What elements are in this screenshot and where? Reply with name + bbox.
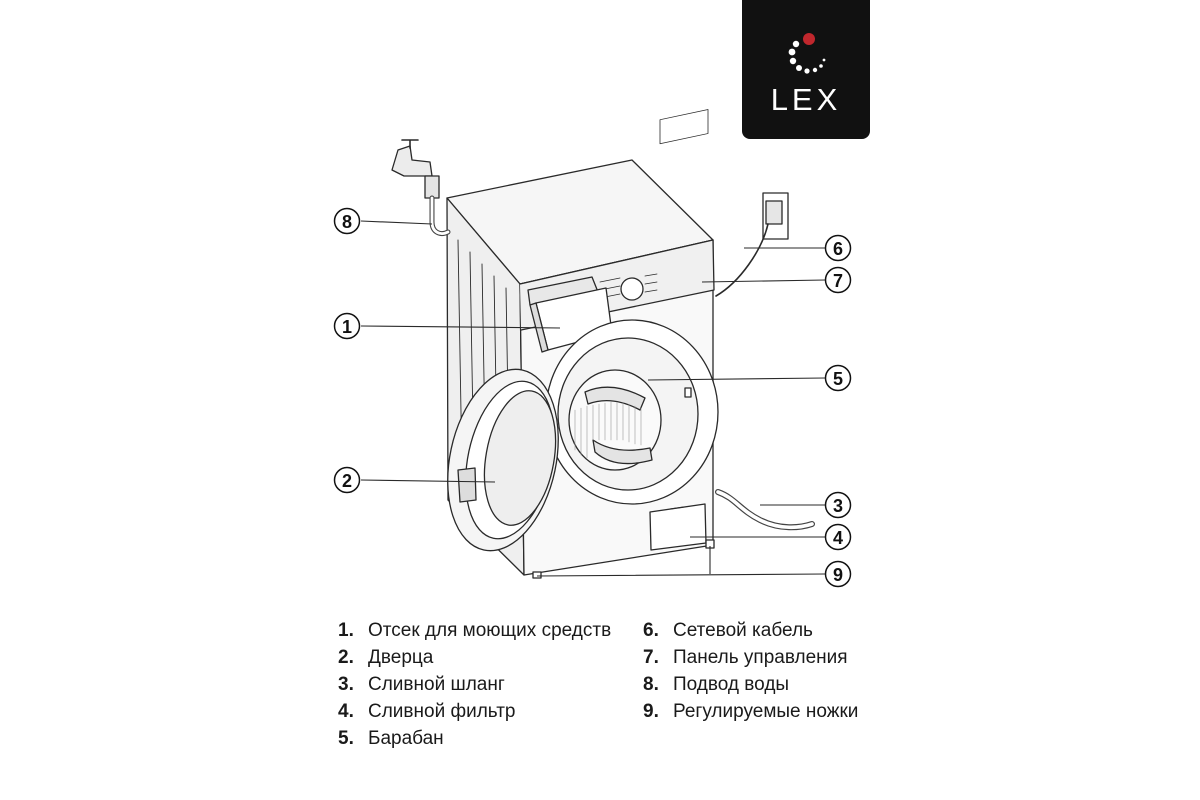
legend-label: Дверца	[368, 647, 434, 668]
legend-item: 5. Барабан	[338, 725, 611, 752]
callout-7: 7	[833, 271, 843, 291]
callout-7-circle	[824, 266, 852, 294]
logo-text: LEX	[770, 82, 842, 117]
callout-8-circle	[333, 207, 361, 235]
legend-label: Сливной шланг	[368, 674, 505, 695]
callout-5-circle	[824, 364, 852, 392]
leader-line-8	[360, 220, 433, 225]
callout-4-circle	[824, 523, 852, 551]
legend-item: 4. Сливной фильтр	[338, 698, 611, 725]
callout-3: 3	[833, 496, 843, 516]
legend-number: 5.	[338, 728, 354, 749]
legend-item: 1. Отсек для моющих средств	[338, 617, 611, 644]
leader-line-9	[536, 546, 826, 577]
callout-2-circle	[333, 466, 361, 494]
callout-6-circle	[824, 234, 852, 262]
callout-4: 4	[833, 528, 843, 548]
legend-item: 7. Панель управления	[643, 644, 858, 671]
filter-hatch	[649, 503, 707, 551]
callout-6: 6	[833, 239, 843, 259]
callout-2: 2	[342, 471, 352, 491]
legend-number: 2.	[338, 647, 354, 668]
callout-3-circle	[824, 491, 852, 519]
leader-line-2	[360, 479, 496, 483]
legend-left: 1. Отсек для моющих средств 2. Дверца 3. Сл…	[338, 617, 611, 752]
callout-5: 5	[833, 369, 843, 389]
leader-line-5	[647, 377, 826, 381]
power-cable	[715, 223, 769, 297]
legend-item: 2. Дверца	[338, 644, 611, 671]
legend-item: 9. Регулируемые ножки	[643, 698, 858, 725]
legend-item: 8. Подвод воды	[643, 671, 858, 698]
callout-1: 1	[342, 317, 352, 337]
water-tap-icon	[391, 145, 433, 177]
leader-line-7	[701, 279, 826, 283]
legend-number: 7.	[643, 647, 659, 668]
legend-number: 8.	[643, 674, 659, 695]
legend-label: Регулируемые ножки	[673, 701, 859, 722]
legend-number: 3.	[338, 674, 354, 695]
callout-1-circle	[333, 312, 361, 340]
legend-item: 3. Сливной шланг	[338, 671, 611, 698]
legend-number: 6.	[643, 620, 659, 641]
legend-label: Подвод воды	[673, 674, 790, 695]
legend-label: Отсек для моющих средств	[368, 620, 612, 641]
legend-right: 6. Сетевой кабель 7. Панель управления 8. П…	[643, 617, 858, 725]
leader-line-1	[360, 325, 561, 329]
callout-8: 8	[342, 212, 352, 232]
lex-logo: LEX	[742, 0, 870, 139]
legend-number: 1.	[338, 620, 354, 641]
legend-label: Барабан	[368, 728, 444, 749]
legend-item: 6. Сетевой кабель	[643, 617, 858, 644]
legend-label: Сливной фильтр	[368, 701, 516, 722]
legend-label: Сетевой кабель	[673, 620, 813, 641]
legend-number: 4.	[338, 701, 354, 722]
callout-9: 9	[833, 565, 843, 585]
foot-front-left	[532, 571, 542, 579]
logo-dots-icon	[788, 33, 826, 74]
callout-9-circle	[824, 560, 852, 588]
legend-number: 9.	[643, 701, 659, 722]
legend-label: Панель управления	[673, 647, 848, 668]
